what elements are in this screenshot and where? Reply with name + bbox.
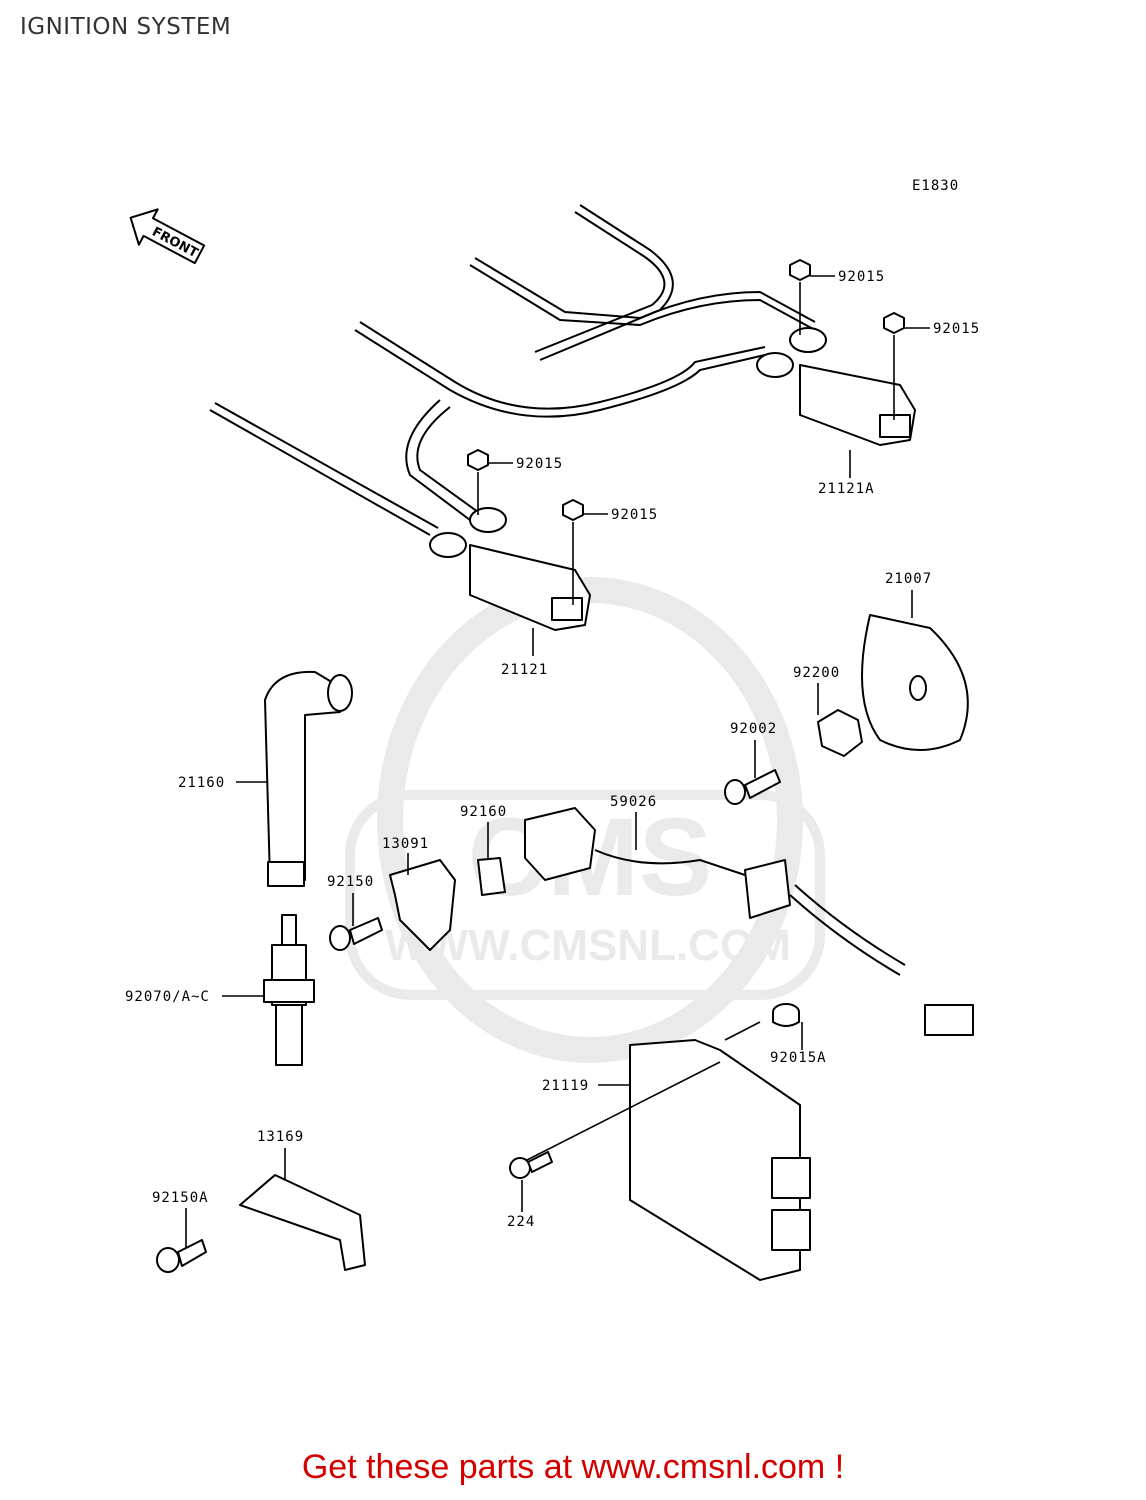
watermark-emblem [377, 577, 803, 1063]
leader-lines [185, 275, 930, 1248]
part-label-13091[interactable]: 13091 [382, 836, 429, 852]
part-label-92160[interactable]: 92160 [460, 804, 507, 820]
bolt-92150a [156, 1239, 207, 1273]
part-label-59026[interactable]: 59026 [610, 794, 657, 810]
part-label-224[interactable]: 224 [507, 1214, 535, 1230]
part-label-92150a[interactable]: 92150A [152, 1190, 209, 1206]
watermark-banner [345, 790, 825, 1000]
bolt-92002 [724, 769, 781, 805]
diagram-code: E1830 [912, 178, 959, 194]
collar-92015a [772, 1003, 800, 1027]
part-label-92015-a[interactable]: 92015 [838, 269, 885, 285]
parts-diagram: CMS WWW.CMSNL.COM E1830 FRONT [125, 178, 980, 1281]
part-label-92002[interactable]: 92002 [730, 721, 777, 737]
nut-92200 [817, 709, 863, 757]
plate-92160 [477, 857, 506, 896]
timing-rotor [861, 614, 969, 751]
ignition-wires [209, 204, 816, 536]
part-label-92015-d[interactable]: 92015 [611, 507, 658, 523]
part-label-13169[interactable]: 13169 [257, 1129, 304, 1145]
part-label-21121[interactable]: 21121 [501, 662, 548, 678]
part-label-92150[interactable]: 92150 [327, 874, 374, 890]
nut-92015-b [883, 312, 905, 334]
part-label-92070-a-c[interactable]: 92070/A~C [125, 989, 210, 1005]
nut-92015-d [562, 499, 584, 521]
ignition-coil-rear [756, 327, 916, 446]
spark-plug-cap [264, 670, 353, 887]
part-label-21160[interactable]: 21160 [178, 775, 225, 791]
promo-link[interactable]: Get these parts at www.cmsnl.com ! [301, 1448, 845, 1486]
part-label-21121a[interactable]: 21121A [818, 481, 875, 497]
bracket-13091 [389, 859, 456, 951]
bolt-92150 [329, 917, 383, 951]
ignition-coil-front [429, 507, 591, 631]
part-label-92200[interactable]: 92200 [793, 665, 840, 681]
nut-92015-c [467, 449, 489, 471]
screw-224 [509, 1151, 553, 1179]
part-label-92015a[interactable]: 92015A [770, 1050, 827, 1066]
spark-plug [263, 914, 315, 1066]
part-labels: 92015 92015 92015 92015 21121A 21121 210… [125, 269, 980, 1230]
page-title: IGNITION SYSTEM [20, 14, 232, 40]
plate-13169 [239, 1174, 366, 1271]
part-label-21119[interactable]: 21119 [542, 1078, 589, 1094]
front-arrow: FRONT [129, 208, 206, 265]
nut-92015-a [789, 259, 811, 281]
part-label-92015-c[interactable]: 92015 [516, 456, 563, 472]
part-label-21007[interactable]: 21007 [885, 571, 932, 587]
part-label-92015-b[interactable]: 92015 [933, 321, 980, 337]
igniter-unit [629, 1039, 811, 1281]
watermark: CMS WWW.CMSNL.COM [345, 577, 825, 1063]
pickup-coil [524, 807, 974, 1036]
watermark-url: WWW.CMSNL.COM [385, 921, 791, 970]
